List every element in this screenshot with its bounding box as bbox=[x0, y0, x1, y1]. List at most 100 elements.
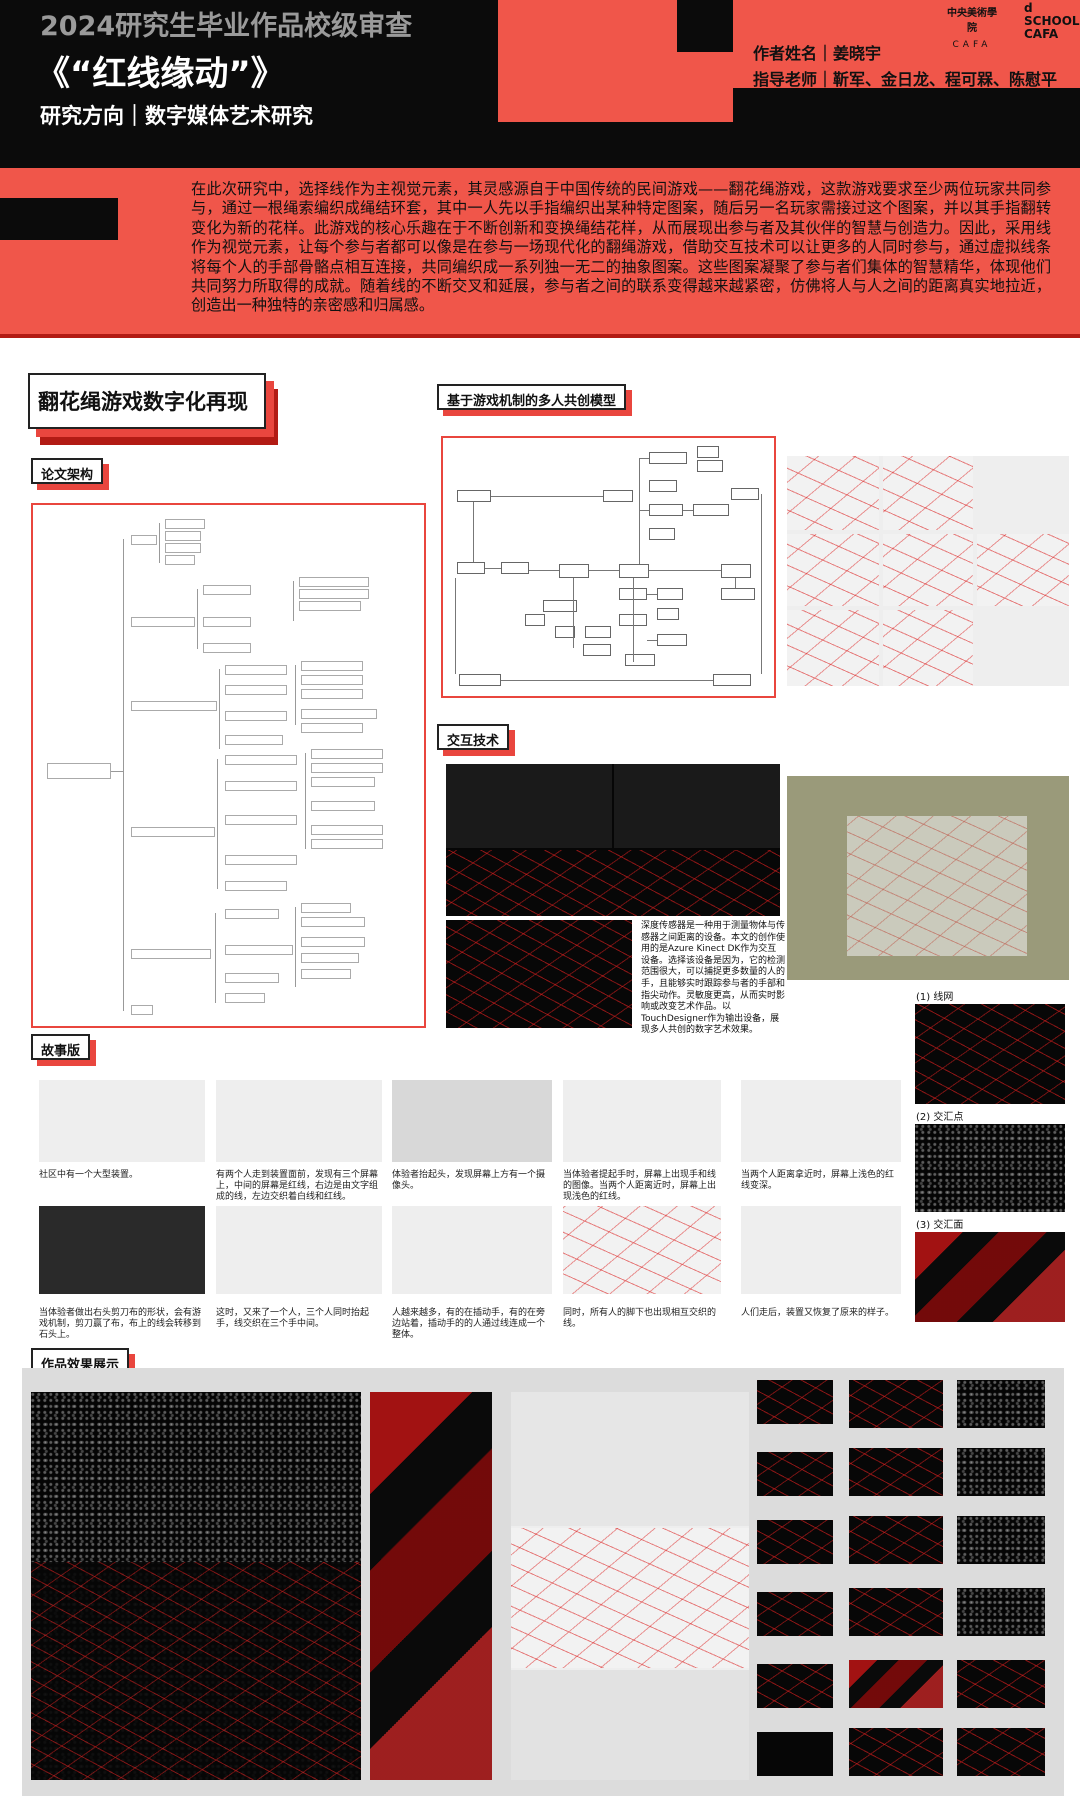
flow-line bbox=[735, 578, 736, 588]
flow-node bbox=[459, 674, 501, 686]
works-thumbnail bbox=[957, 1448, 1045, 1496]
storyboard-caption-8: 人越来越多，有的在插动手，有的在旁边站着，插动手的的人通过线连成一个整体。 bbox=[392, 1308, 546, 1340]
touchdesigner-screens bbox=[446, 764, 780, 916]
flow-line bbox=[639, 510, 649, 511]
storyboard-frame-8 bbox=[392, 1206, 552, 1294]
mind-map-leaf bbox=[311, 839, 383, 849]
intersection-point-image bbox=[915, 1124, 1065, 1212]
storyboard-frame-1 bbox=[39, 1080, 205, 1162]
flow-line bbox=[639, 458, 640, 564]
mind-map-chapter bbox=[131, 949, 211, 959]
mind-map-leaf bbox=[301, 917, 365, 927]
flow-node bbox=[559, 564, 589, 578]
mind-map-leaf bbox=[301, 675, 363, 685]
mind-map-node bbox=[165, 531, 201, 541]
mind-map-chapter bbox=[131, 1005, 153, 1015]
flow-line bbox=[649, 570, 721, 571]
mind-map-leaf bbox=[301, 937, 365, 947]
flow-line bbox=[573, 578, 574, 648]
mind-map-leaf bbox=[311, 825, 383, 835]
tag-intersection-surface: (3) 交汇面 bbox=[916, 1220, 964, 1231]
mind-map-leaf bbox=[311, 763, 383, 773]
software-screenshot bbox=[446, 764, 612, 848]
section-title-tech: 交互技术 bbox=[437, 724, 510, 750]
works-main-image bbox=[31, 1392, 361, 1780]
mind-map-node bbox=[225, 881, 287, 891]
string-figure-image bbox=[883, 610, 973, 686]
mind-map-leaf bbox=[301, 723, 363, 733]
works-thumbnail bbox=[849, 1448, 943, 1496]
flow-node bbox=[543, 600, 577, 612]
works-thumbnail bbox=[957, 1380, 1045, 1428]
flow-node bbox=[657, 608, 679, 620]
storyboard-frame-5 bbox=[741, 1080, 901, 1162]
tag-intersection-point: (2) 交汇点 bbox=[916, 1112, 964, 1123]
works-thumbnail bbox=[849, 1660, 943, 1708]
co-creation-flow-chart bbox=[441, 436, 776, 698]
mind-map-leaf bbox=[301, 709, 377, 719]
flow-node bbox=[457, 562, 485, 574]
intro-decor-bar bbox=[0, 198, 118, 240]
string-figure-image bbox=[977, 534, 1069, 606]
works-thumbnail bbox=[957, 1516, 1045, 1564]
header-decor-block bbox=[677, 0, 733, 52]
flow-node bbox=[501, 562, 529, 574]
installation-render-front bbox=[511, 1392, 749, 1526]
plaza-lines-overlay bbox=[847, 816, 1027, 956]
dschool-logo: d SCHOOL CAFA bbox=[1024, 1, 1080, 41]
flow-node bbox=[603, 490, 633, 502]
flow-node bbox=[713, 674, 751, 686]
flow-node bbox=[619, 564, 649, 578]
mind-map-leaf bbox=[299, 589, 369, 599]
mind-map-node bbox=[225, 909, 279, 919]
mind-map-line bbox=[159, 523, 160, 563]
mind-map-node bbox=[225, 711, 287, 721]
mind-map-node bbox=[165, 543, 201, 553]
storyboard-frame-3 bbox=[392, 1080, 552, 1162]
mind-map-leaf bbox=[301, 689, 363, 699]
mind-map-node bbox=[225, 685, 287, 695]
works-thumbnail bbox=[849, 1380, 943, 1428]
hand-tracking-pointcloud bbox=[446, 920, 632, 1028]
mind-map-leaf bbox=[301, 661, 363, 671]
works-thumbnail bbox=[757, 1380, 833, 1424]
works-thumbnail bbox=[757, 1664, 833, 1708]
flow-line bbox=[589, 570, 619, 571]
works-thumbnail bbox=[957, 1660, 1045, 1708]
flow-node bbox=[697, 446, 719, 458]
software-screenshot bbox=[614, 764, 780, 848]
flow-line bbox=[529, 570, 559, 571]
flow-line bbox=[683, 510, 693, 511]
string-figure-hands-grid bbox=[787, 456, 1069, 686]
storyboard-caption-7: 这时，又来了一个人，三个人同时抬起手，线交织在三个手中间。 bbox=[216, 1308, 370, 1329]
string-figure-image bbox=[883, 534, 973, 606]
intro-band bbox=[0, 168, 1080, 338]
storyboard-caption-10: 人们走后，装置又恢复了原来的样子。 bbox=[741, 1308, 895, 1318]
cafa-logo-letters: CAFA bbox=[952, 40, 992, 50]
works-thumbnail-grid bbox=[757, 1380, 1057, 1780]
section-title-outline: 论文架构 bbox=[31, 458, 104, 484]
mind-map-line bbox=[219, 669, 220, 749]
mind-map-chapter bbox=[131, 701, 217, 711]
mind-map-leaf bbox=[301, 903, 351, 913]
flow-line bbox=[761, 494, 762, 674]
flow-line bbox=[647, 640, 657, 641]
author-name: 作者姓名｜姜晓宇 bbox=[753, 44, 882, 63]
research-direction: 研究方向｜数字媒体艺术研究 bbox=[40, 104, 313, 128]
mind-map-chapter bbox=[131, 827, 215, 837]
storyboard-caption-9: 同时，所有人的脚下也出现相互交织的线。 bbox=[563, 1308, 717, 1329]
flow-node bbox=[657, 588, 683, 600]
flow-node bbox=[721, 564, 751, 578]
flow-node bbox=[625, 654, 655, 666]
thesis-mind-map bbox=[31, 503, 426, 1028]
work-title: 《“红线缘动”》 bbox=[36, 54, 285, 94]
flow-line bbox=[633, 578, 634, 662]
flow-node bbox=[555, 626, 575, 638]
works-thumbnail bbox=[757, 1732, 833, 1776]
mind-map-line bbox=[111, 771, 123, 772]
flow-node bbox=[649, 528, 675, 540]
section-title-main: 翻花绳游戏数字化再现 bbox=[28, 373, 266, 429]
poster-title: 2024研究生毕业作品校级审查 bbox=[40, 11, 413, 42]
string-figure-image bbox=[787, 610, 879, 686]
intro-paragraph: 在此次研究中，选择线作为主视觉元素，其灵感源自于中国传统的民间游戏——翻花绳游戏… bbox=[191, 180, 1051, 315]
